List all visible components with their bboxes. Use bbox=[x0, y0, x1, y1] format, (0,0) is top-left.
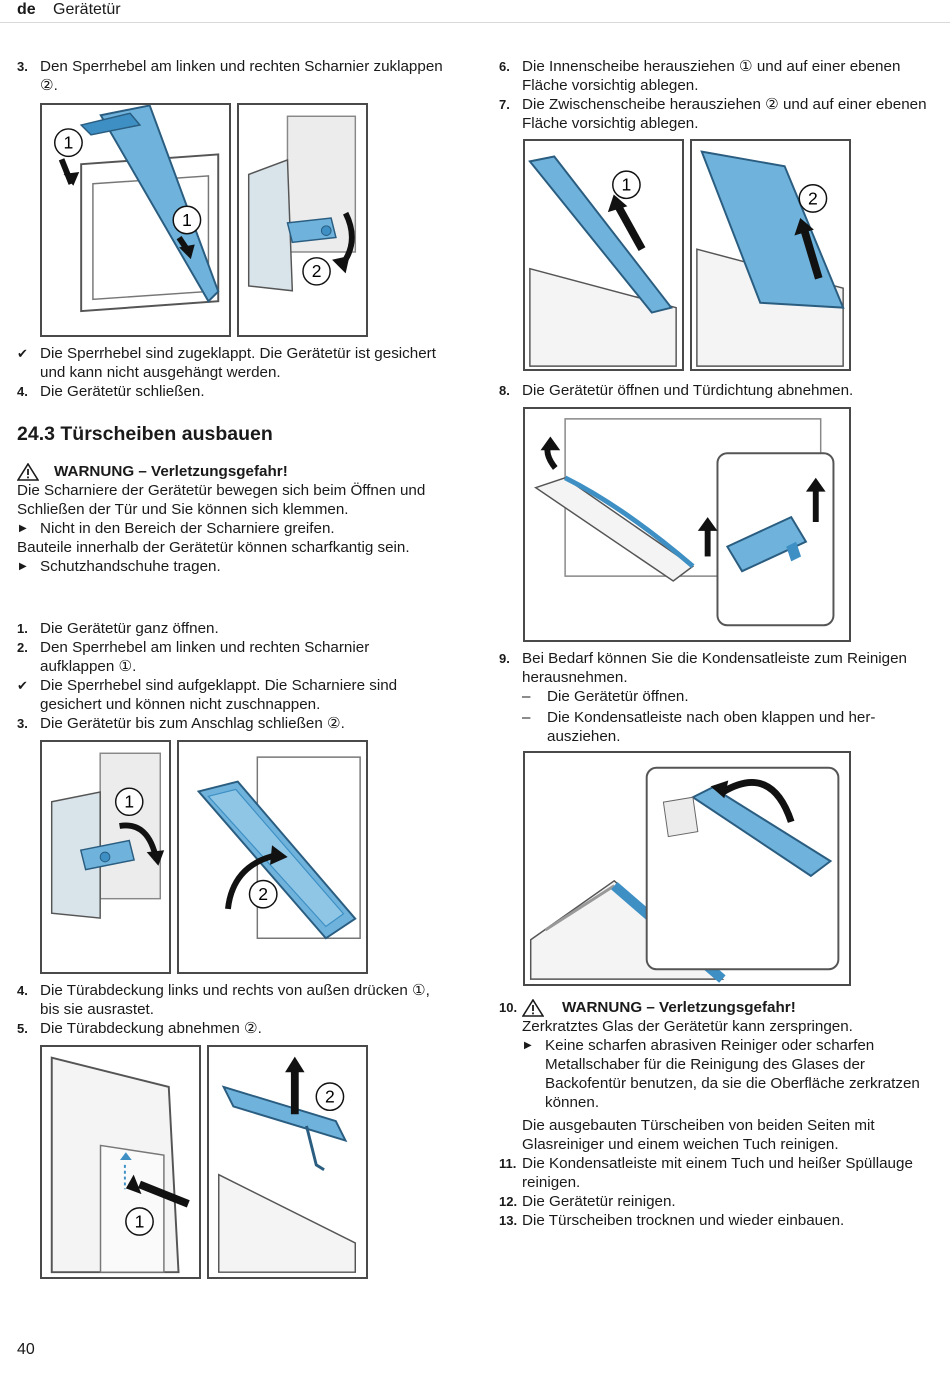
left-step-3a: 3. Den Sperrhebel am linken und rechten S… bbox=[17, 57, 457, 95]
sub-step-text: Die Gerätetür öffnen. bbox=[547, 688, 689, 705]
step-number: 10. bbox=[499, 1000, 518, 1015]
triangle-bullet-icon: ▶ bbox=[19, 523, 27, 534]
right-step-8: 8. Die Gerätetür öffnen und Türdichtung a… bbox=[499, 381, 934, 400]
callout-2: 2 bbox=[808, 188, 818, 208]
warning-action: Schutzhandschuhe tragen. bbox=[40, 558, 221, 575]
step-number: 13. bbox=[499, 1213, 518, 1228]
callout-1b: 1 bbox=[182, 210, 192, 230]
page-header-title: Gerätetür bbox=[53, 1, 121, 18]
step-text: Die Türabdeckung links und rechts von au… bbox=[40, 982, 430, 1018]
warning-action: Nicht in den Bereich der Scharniere grei… bbox=[40, 520, 335, 537]
callout-1: 1 bbox=[135, 1211, 145, 1231]
step-number: 7. bbox=[499, 97, 510, 112]
page-number: 40 bbox=[17, 1341, 35, 1358]
step-number: 2. bbox=[17, 640, 28, 655]
step-text: Die Innenscheibe herausziehen ① und auf … bbox=[522, 58, 901, 94]
right-step-10: 10. WARNUNG – Verletzungsgefahr! Zerkrat… bbox=[499, 995, 934, 1230]
dash-bullet: – bbox=[522, 709, 531, 726]
warning-text: Die Scharniere der Gerätetür bewegen sic… bbox=[17, 482, 426, 518]
warning-title: WARNUNG – Verletzungsgefahr! bbox=[54, 463, 288, 480]
illustration-cover-remove: 2 bbox=[207, 1045, 368, 1279]
left-result-block-1: ✔ Die Sperrhebel sind zugeklappt. Die Ger… bbox=[17, 344, 457, 401]
callout-2: 2 bbox=[258, 884, 268, 904]
step-text: Die Gerätetür reinigen. bbox=[522, 1193, 676, 1210]
warning-text: Bauteile innerhalb der Gerätetür können … bbox=[17, 539, 410, 556]
warning-icon bbox=[522, 999, 544, 1017]
step-number: 5. bbox=[17, 1021, 28, 1036]
check-icon: ✔ bbox=[17, 678, 28, 693]
step-number: 4. bbox=[17, 384, 28, 399]
step-text: Die Türscheiben trocknen und wieder einb… bbox=[522, 1212, 845, 1229]
section-heading: 24.3 Türscheiben ausbauen bbox=[17, 423, 273, 445]
right-step-9: 9. Bei Bedarf können Sie die Kondensatlei… bbox=[499, 649, 934, 746]
callout-2: 2 bbox=[312, 261, 322, 281]
step-text: Die Gerätetür öffnen und Türdichtung abn… bbox=[522, 382, 854, 399]
triangle-bullet-icon: ▶ bbox=[524, 1040, 532, 1051]
step-text: Die Kondensatleiste mit einem Tuch und h… bbox=[522, 1155, 913, 1191]
step-number: 3. bbox=[17, 716, 28, 731]
header-divider bbox=[0, 22, 950, 23]
result-text: Die Sperrhebel sind aufgeklappt. Die Sch… bbox=[40, 677, 398, 713]
warning-title: WARNUNG – Verletzungsgefahr! bbox=[562, 999, 796, 1016]
callout-1: 1 bbox=[124, 792, 134, 812]
language-code: de bbox=[17, 1, 36, 18]
illustration-middle-pane: 2 bbox=[690, 139, 851, 371]
step-text: Den Sperrhebel am linken und rechten Sch… bbox=[40, 639, 370, 675]
dash-bullet: – bbox=[522, 688, 531, 705]
illustration-door-seal bbox=[523, 407, 851, 642]
warning-icon bbox=[17, 463, 39, 481]
illustration-condensate-strip bbox=[523, 751, 851, 986]
illustration-inner-pane: 1 bbox=[523, 139, 684, 371]
left-steps-block: 1. Die Gerätetür ganz öffnen. 2. Den Sperr… bbox=[17, 619, 447, 733]
callout-1: 1 bbox=[622, 175, 632, 195]
sub-step-text: Die Kondensatleiste nach oben klappen un… bbox=[547, 709, 876, 745]
check-icon: ✔ bbox=[17, 346, 28, 361]
step-text: Die Türabdeckung abnehmen ②. bbox=[40, 1020, 262, 1037]
callout-2: 2 bbox=[325, 1087, 335, 1107]
step-number: 1. bbox=[17, 621, 28, 636]
step-text: Die Gerätetür bis zum Anschlag schließen… bbox=[40, 715, 345, 732]
step-number: 12. bbox=[499, 1194, 518, 1209]
left-steps-block-2: 4. Die Türabdeckung links und rechts von … bbox=[17, 981, 447, 1038]
illustration-lever-open: 1 bbox=[40, 740, 171, 974]
warning-block: WARNUNG – Verletzungsgefahr! Die Scharni… bbox=[17, 462, 447, 576]
illustration-door-close: 2 bbox=[177, 740, 368, 974]
step-number: 6. bbox=[499, 59, 510, 74]
result-text: Die Sperrhebel sind zugeklappt. Die Gerä… bbox=[40, 345, 436, 381]
warning-action: Keine scharfen abrasiven Reiniger oder s… bbox=[545, 1037, 920, 1111]
callout-1: 1 bbox=[64, 133, 74, 153]
step-text: Die Zwischenscheibe herausziehen ② und a… bbox=[522, 96, 927, 132]
step-text: Bei Bedarf können Sie die Kondensatleist… bbox=[522, 650, 907, 686]
right-steps-6-7: 6. Die Innenscheibe herausziehen ① und au… bbox=[499, 57, 934, 133]
step-number: 11. bbox=[499, 1156, 517, 1171]
step-text: Die Gerätetür ganz öffnen. bbox=[40, 620, 219, 637]
step-number: 9. bbox=[499, 651, 510, 666]
note-text: Die ausgebauten Türscheiben von beiden S… bbox=[522, 1117, 875, 1153]
step-number: 8. bbox=[499, 383, 510, 398]
step-number: 3. bbox=[17, 59, 28, 74]
illustration-hinge-closed: 1 1 bbox=[40, 103, 231, 337]
warning-text: Zerkratztes Glas der Gerätetür kann zers… bbox=[522, 1018, 853, 1035]
triangle-bullet-icon: ▶ bbox=[19, 561, 27, 572]
step-text: Die Gerätetür schließen. bbox=[40, 383, 205, 400]
step-text: Den Sperrhebel am linken und rechten Sch… bbox=[40, 58, 443, 94]
illustration-lever-closed: 2 bbox=[237, 103, 368, 337]
illustration-cover-press: 1 bbox=[40, 1045, 201, 1279]
step-number: 4. bbox=[17, 983, 28, 998]
